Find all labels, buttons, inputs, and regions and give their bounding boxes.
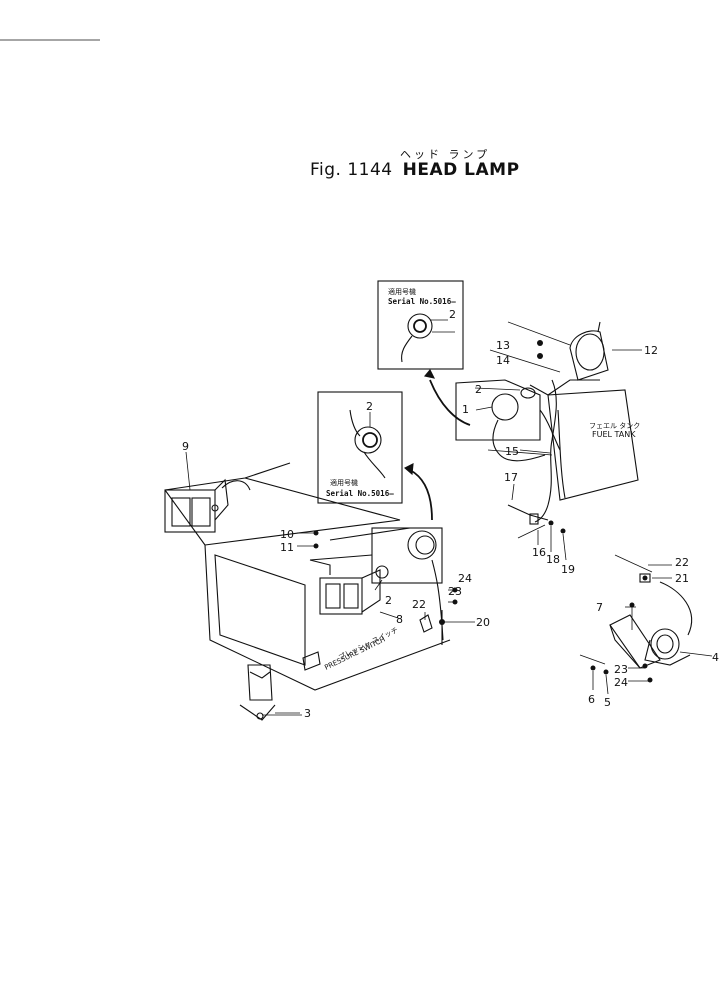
- callout-13: 13: [496, 339, 510, 352]
- callout-24: 24: [614, 676, 628, 689]
- callouts: 9 10 11 3 2 8 22 20 24 23 13 14 12 2 1 1…: [182, 339, 719, 720]
- upper-inset-serial: Serial No.5016—: [388, 297, 456, 306]
- callout-2: 2: [475, 383, 482, 396]
- callout-2: 2: [366, 400, 373, 413]
- left-inset-lamp: [354, 426, 382, 454]
- callout-18: 18: [546, 553, 560, 566]
- callout-19: 19: [561, 563, 575, 576]
- callout-9: 9: [182, 440, 189, 453]
- callout-12: 12: [644, 344, 658, 357]
- upper-inset-arrow: [429, 379, 471, 426]
- upper-inset-frame: [377, 280, 464, 370]
- callout-6: 6: [588, 693, 595, 706]
- figure-number: Fig. 1144: [310, 160, 393, 180]
- tank-lamp-housing: [569, 330, 609, 381]
- callout-7: 7: [596, 601, 603, 614]
- callout-24: 24: [458, 572, 472, 585]
- fuel-tank-label: FUEL TANK: [592, 430, 636, 439]
- tank-lamp: [491, 393, 519, 421]
- tank-lamp-assembly: [455, 379, 561, 506]
- callout-4: 4: [712, 651, 719, 664]
- callout-21: 21: [675, 572, 689, 585]
- figure-name: HEAD LAMP: [402, 160, 520, 180]
- callout-23: 23: [614, 663, 628, 676]
- left-inset-jp-label: 適用号機: [330, 478, 358, 487]
- callout-8: 8: [396, 613, 403, 626]
- callout-14: 14: [496, 354, 510, 367]
- upper-inset-lamp: [407, 313, 433, 339]
- body-front-panel: [214, 554, 306, 666]
- callout-3: 3: [304, 707, 311, 720]
- title-japanese: ヘッド ランプ: [400, 148, 491, 161]
- upper-inset-wire: [401, 335, 413, 363]
- callout-10: 10: [280, 528, 294, 541]
- side-lamp-assembly: [579, 554, 693, 683]
- upper-inset-jp-label: 適用号機: [388, 287, 416, 296]
- callout-2: 2: [385, 594, 392, 607]
- fuel-tank: フェエル タンク FUEL TANK: [547, 321, 640, 501]
- callout-22: 22: [412, 598, 426, 611]
- callout-11: 11: [280, 541, 294, 554]
- center-lamp: [407, 530, 437, 560]
- pressure-switch: [239, 664, 302, 721]
- callout-20: 20: [476, 616, 490, 629]
- figure-title: Fig. 1144 HEAD LAMP: [310, 160, 520, 180]
- upper-inset: 適用号機 Serial No.5016— 2: [377, 280, 464, 370]
- left-inset-serial: Serial No.5016—: [326, 489, 394, 498]
- center-lamp-bulb: [375, 565, 389, 579]
- lower-lamp-housing: [319, 577, 363, 615]
- callout-15: 15: [505, 445, 519, 458]
- callout-2: 2: [449, 308, 456, 321]
- machine-body: プレッシャ スイッチ PRESSURE SWITCH: [164, 462, 451, 691]
- left-inset-lamp-lens: [362, 432, 378, 448]
- callout-5: 5: [604, 696, 611, 709]
- center-head-lamp: [309, 527, 475, 645]
- callout-22: 22: [675, 556, 689, 569]
- callout-23: 23: [448, 585, 462, 598]
- left-inset-arrow: [409, 469, 433, 521]
- left-inset-frame: [317, 391, 403, 504]
- pressure-switch-label: PRESSURE SWITCH: [323, 635, 386, 671]
- left-inset: 2 適用号機 Serial No.5016—: [317, 391, 403, 504]
- side-lamp: [650, 628, 680, 660]
- callout-1: 1: [462, 403, 469, 416]
- fuel-tank-jp: フェエル タンク: [589, 421, 640, 430]
- callout-16: 16: [532, 546, 546, 559]
- upper-inset-lamp-lens: [413, 319, 427, 333]
- callout-17: 17: [504, 471, 518, 484]
